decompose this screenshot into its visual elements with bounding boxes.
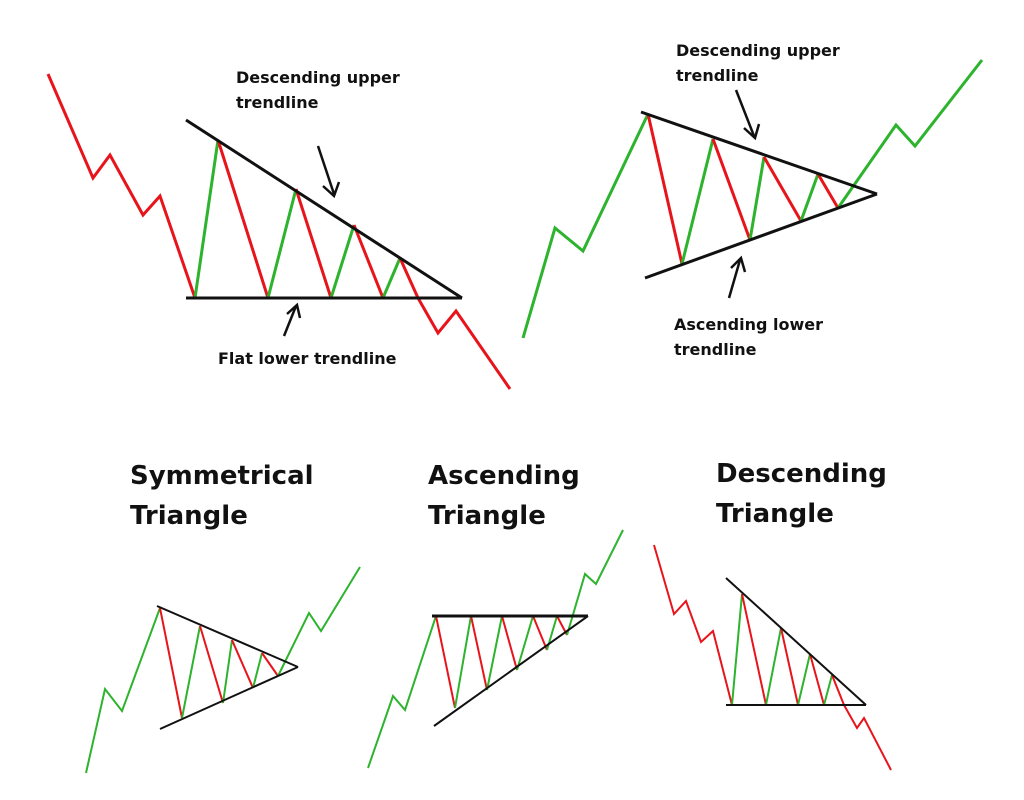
up-swing-line [266, 188, 298, 299]
down-swing-line [711, 138, 752, 241]
uptrend-in [521, 113, 650, 339]
upper-trendline [156, 605, 299, 668]
up-swing-line [765, 627, 782, 706]
downtrend-in [653, 544, 733, 706]
down-swing-line [159, 607, 183, 719]
breakout-up [836, 59, 984, 209]
upper-trendline-label-2: trendline [236, 93, 319, 112]
descending-title-2: Triangle [716, 499, 834, 529]
price-swings [159, 607, 279, 719]
down-swing-line [501, 615, 518, 671]
up-swing-line [193, 139, 220, 299]
lower-arrow-icon [282, 302, 302, 337]
up-swing-line [823, 674, 833, 706]
lower-trendline-label-2: trendline [674, 340, 757, 359]
arrow-line [286, 302, 302, 319]
pattern-titles: Symmetrical Triangle Ascending Triangle … [130, 459, 887, 531]
up-swing-line [731, 593, 743, 706]
ascending-title-2: Triangle [428, 501, 546, 531]
lower-trendline [159, 666, 299, 730]
breakout-down [416, 297, 512, 390]
up-swing-line [454, 615, 472, 709]
arrow-line [730, 255, 747, 273]
up-swing-line [680, 138, 715, 265]
down-swing-line [261, 652, 279, 677]
small-descending-triangle [653, 544, 892, 771]
up-swing-line [748, 156, 766, 241]
descending-upper-trendline [725, 577, 867, 706]
up-swing-line [181, 625, 201, 719]
ascending-lower-trendline [644, 192, 878, 280]
price-swings [193, 139, 420, 299]
price-swings [646, 113, 840, 265]
up-swing-line [252, 652, 263, 689]
arrow-line [734, 89, 756, 137]
breakout-up [566, 529, 624, 636]
down-swing-line [352, 224, 385, 299]
down-swing-line [762, 156, 803, 222]
down-swing-line [216, 139, 270, 299]
up-swing-line [486, 615, 503, 691]
price-swings [731, 593, 845, 706]
arrow-line [322, 181, 341, 199]
up-swing-line [222, 639, 233, 704]
small-ascending-triangle [367, 529, 624, 769]
arrow-line [743, 123, 761, 141]
down-swing-line [470, 615, 488, 691]
large-descending-triangle: Descending upper trendline Flat lower tr… [46, 68, 512, 390]
down-swing-line [780, 627, 799, 706]
upper-trendline-label-2: trendline [676, 66, 759, 85]
price-swings [435, 615, 568, 709]
arrow-line [727, 259, 742, 299]
upper-arrow-icon [316, 145, 341, 199]
down-swing-line [231, 639, 254, 689]
down-swing-line [294, 188, 333, 299]
up-swing-line [799, 173, 820, 222]
up-swing-line [329, 224, 356, 299]
breakout-up [277, 566, 361, 677]
symmetrical-title: Symmetrical [130, 461, 314, 491]
arrow-line [282, 305, 298, 337]
down-swing-line [831, 674, 845, 706]
ascending-lower-trendline [433, 615, 589, 727]
upper-trendline-label: Descending upper [676, 41, 840, 60]
small-symmetrical-triangle [85, 566, 361, 774]
arrow-line [316, 145, 336, 195]
descending-upper-trendline [185, 118, 463, 300]
lower-arrow-icon [727, 255, 747, 299]
up-swing-line [381, 257, 402, 299]
uptrend-in [367, 615, 437, 769]
down-swing-line [435, 615, 456, 709]
down-swing-line [199, 625, 224, 704]
up-swing-line [797, 653, 811, 706]
descending-title: Descending [716, 459, 887, 489]
down-swing-line [646, 113, 684, 265]
down-swing-line [398, 257, 420, 299]
descending-upper-trendline [640, 110, 878, 196]
downtrend-in [46, 73, 197, 299]
down-swing-line [809, 653, 825, 706]
lower-trendline-label: Flat lower trendline [218, 349, 397, 368]
down-swing-line [816, 173, 840, 209]
upper-trendline-label: Descending upper [236, 68, 400, 87]
uptrend-in [85, 607, 161, 774]
ascending-title: Ascending [428, 461, 580, 491]
up-swing-line [516, 615, 534, 671]
symmetrical-title-2: Triangle [130, 501, 248, 531]
breakout-down [843, 704, 892, 771]
down-swing-line [532, 615, 548, 651]
upper-arrow-icon [734, 89, 761, 141]
lower-trendline-label: Ascending lower [674, 315, 823, 334]
large-symmetrical-triangle: Descending upper trendline Ascending low… [521, 41, 984, 359]
down-swing-line [741, 593, 767, 706]
